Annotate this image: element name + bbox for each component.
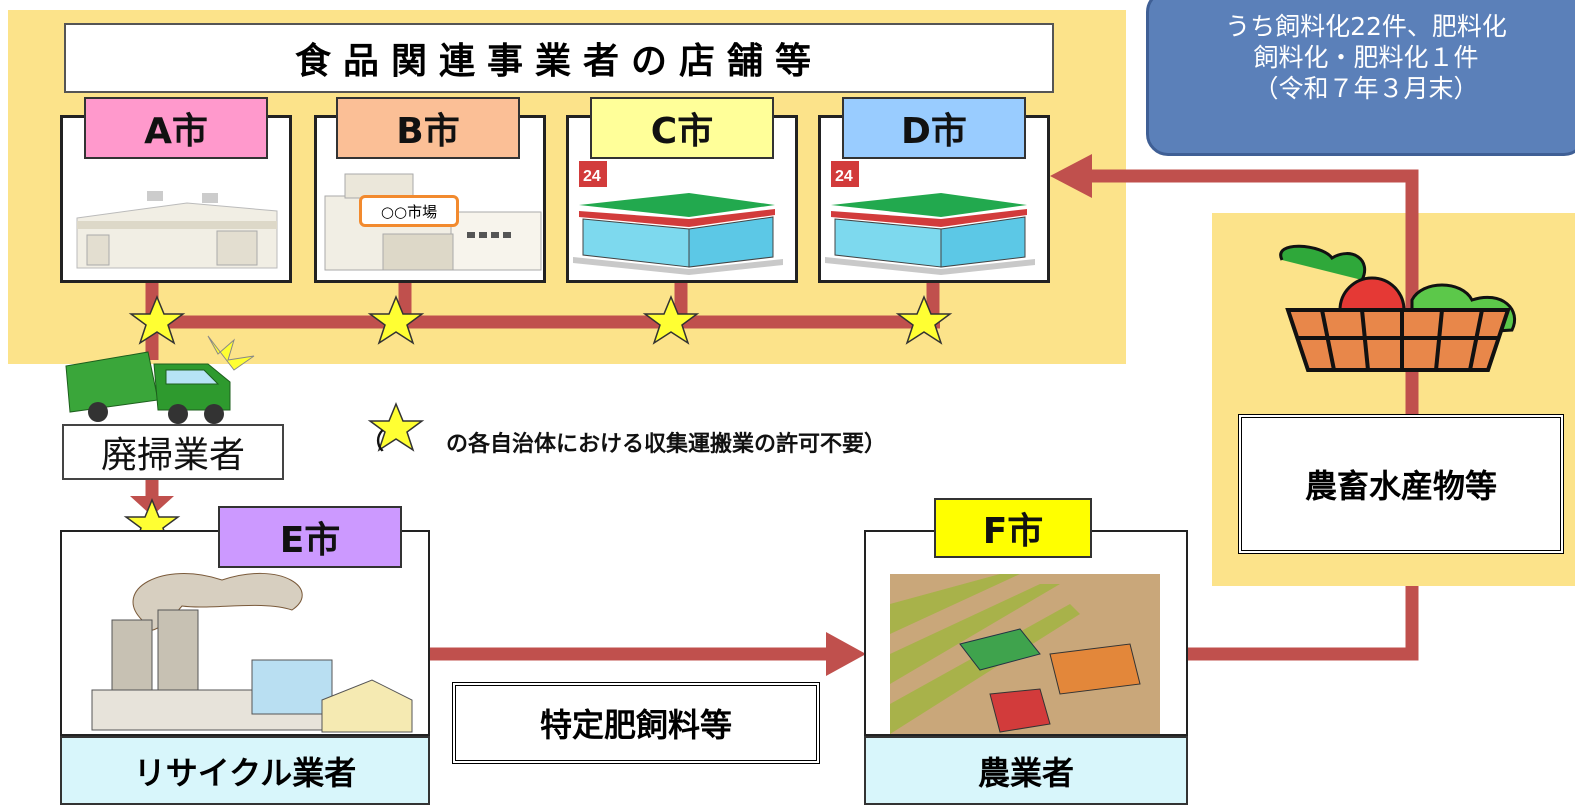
star-icon: [367, 402, 425, 452]
stores-title: 食品関連事業者の店舗等: [64, 23, 1054, 93]
city-label-d: D市: [842, 97, 1026, 159]
garbage-truck-icon: [65, 335, 255, 424]
market-building-icon: [76, 191, 278, 269]
info-line-2: 飼料化・肥料化１件: [1253, 43, 1479, 72]
info-line-3: （令和７年３月末）: [1253, 74, 1479, 103]
arrowhead-left: [1050, 154, 1092, 198]
svg-text:24: 24: [583, 168, 601, 185]
star-icon: [128, 295, 186, 345]
market-sign: ○○市場: [359, 195, 459, 227]
produce-label: 農畜水産物等: [1238, 414, 1564, 554]
convenience-store-icon: 24: [573, 161, 783, 275]
city-label-f: F市: [934, 498, 1092, 558]
factory-icon: [91, 572, 413, 733]
star-icon: [367, 295, 425, 345]
info-line-1: うち飼料化22件、肥料化: [1225, 12, 1507, 41]
star-icon: [895, 295, 953, 345]
farmer-frame: [864, 530, 1188, 736]
convenience-store-icon: 24: [825, 161, 1035, 275]
permit-note: の各自治体における収集運搬業の許可不要）: [446, 432, 887, 457]
star-icon: [642, 295, 700, 345]
recycler-label: リサイクル業者: [60, 736, 430, 805]
city-label-e: E市: [218, 506, 402, 568]
svg-text:24: 24: [835, 168, 853, 185]
farm-field-icon: [890, 574, 1160, 734]
farmer-to-produce-line: [1188, 586, 1419, 661]
arrowhead-right: [826, 632, 866, 676]
city-label-a: A市: [84, 97, 268, 159]
permit-note-open: （: [362, 430, 385, 455]
hauler-label: 廃掃業者: [62, 424, 284, 480]
city-label-b: B市: [336, 97, 520, 159]
city-label-c: C市: [590, 97, 774, 159]
vegetable-basket-icon: [1279, 244, 1517, 372]
product-label: 特定肥飼料等: [452, 682, 820, 764]
farmer-label: 農業者: [864, 736, 1188, 805]
info-callout: うち飼料化22件、肥料化 飼料化・肥料化１件 （令和７年３月末）: [1146, 0, 1575, 156]
